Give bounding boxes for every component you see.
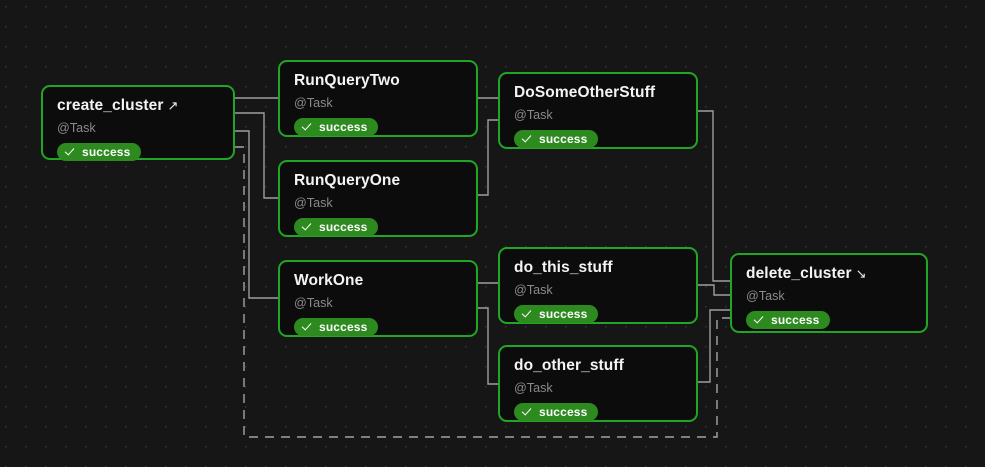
node-title-text: do_other_stuff bbox=[514, 357, 624, 374]
edge-create_cluster-to-RunQueryOne bbox=[235, 112, 278, 199]
check-icon bbox=[66, 147, 76, 157]
status-label: success bbox=[539, 404, 588, 419]
status-label: success bbox=[319, 319, 368, 334]
node-title-text: delete_cluster bbox=[746, 265, 852, 282]
node-title-text: RunQueryTwo bbox=[294, 72, 400, 89]
status-badge: success bbox=[294, 117, 379, 136]
node-title: RunQueryOne bbox=[294, 172, 400, 190]
check-icon bbox=[303, 122, 313, 132]
status-label: success bbox=[319, 119, 368, 134]
status-badge: success bbox=[514, 129, 599, 148]
status-badge: success bbox=[294, 217, 379, 236]
check-icon bbox=[523, 134, 533, 144]
status-label: success bbox=[539, 306, 588, 321]
node-type-label: @Task bbox=[514, 282, 553, 297]
node-type-label: @Task bbox=[294, 295, 333, 310]
status-label: success bbox=[82, 144, 131, 159]
check-icon bbox=[523, 309, 533, 319]
edge-do_this_stuff-to-delete_cluster bbox=[698, 284, 730, 296]
dag-node-delete_cluster[interactable]: delete_cluster↘ @Task success bbox=[730, 253, 928, 333]
dag-node-WorkOne[interactable]: WorkOne @Task success bbox=[278, 260, 478, 337]
node-type-label: @Task bbox=[514, 380, 553, 395]
node-type-label: @Task bbox=[514, 107, 553, 122]
node-title: create_cluster↗ bbox=[57, 97, 179, 115]
node-title: delete_cluster↘ bbox=[746, 265, 867, 283]
check-icon bbox=[755, 315, 765, 325]
dag-node-do_this_stuff[interactable]: do_this_stuff @Task success bbox=[498, 247, 698, 324]
edge-do_other_stuff-to-delete_cluster bbox=[698, 309, 730, 383]
edge-WorkOne-to-do_other_stuff bbox=[478, 307, 498, 385]
node-title: do_other_stuff bbox=[514, 357, 624, 375]
node-title: DoSomeOtherStuff bbox=[514, 84, 655, 102]
check-icon bbox=[523, 407, 533, 417]
status-label: success bbox=[539, 131, 588, 146]
node-title: do_this_stuff bbox=[514, 259, 613, 277]
status-badge: success bbox=[514, 402, 599, 421]
status-badge: success bbox=[294, 317, 379, 336]
dag-node-create_cluster[interactable]: create_cluster↗ @Task success bbox=[41, 85, 235, 161]
status-badge: success bbox=[57, 142, 142, 161]
node-title: WorkOne bbox=[294, 272, 363, 290]
node-title-text: create_cluster bbox=[57, 97, 164, 114]
status-badge: success bbox=[514, 304, 599, 323]
arrow-up-right-icon: ↗ bbox=[167, 98, 179, 113]
node-type-label: @Task bbox=[746, 288, 785, 303]
edge-RunQueryOne-to-DoSomeOtherStuff bbox=[478, 119, 498, 196]
check-icon bbox=[303, 322, 313, 332]
node-type-label: @Task bbox=[294, 195, 333, 210]
edge-create_cluster-to-WorkOne bbox=[235, 130, 278, 299]
node-title-text: do_this_stuff bbox=[514, 259, 613, 276]
edge-DoSomeOtherStuff-to-delete_cluster bbox=[698, 110, 730, 282]
node-title-text: WorkOne bbox=[294, 272, 364, 289]
dag-node-DoSomeOtherStuff[interactable]: DoSomeOtherStuff @Task success bbox=[498, 72, 698, 149]
node-title-text: RunQueryOne bbox=[294, 172, 401, 189]
node-type-label: @Task bbox=[294, 95, 333, 110]
status-label: success bbox=[319, 219, 368, 234]
node-title: RunQueryTwo bbox=[294, 72, 400, 90]
dag-node-RunQueryOne[interactable]: RunQueryOne @Task success bbox=[278, 160, 478, 237]
node-title-text: DoSomeOtherStuff bbox=[514, 84, 656, 101]
dag-node-do_other_stuff[interactable]: do_other_stuff @Task success bbox=[498, 345, 698, 422]
status-badge: success bbox=[746, 310, 831, 329]
node-type-label: @Task bbox=[57, 120, 96, 135]
dag-node-RunQueryTwo[interactable]: RunQueryTwo @Task success bbox=[278, 60, 478, 137]
arrow-down-right-icon: ↘ bbox=[855, 266, 867, 281]
status-label: success bbox=[771, 312, 820, 327]
check-icon bbox=[303, 222, 313, 232]
